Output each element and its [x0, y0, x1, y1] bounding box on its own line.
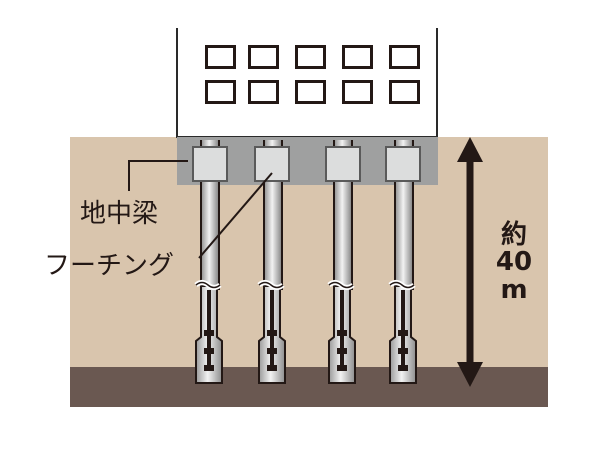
- depth-arrow-icon: [457, 137, 483, 387]
- footing-label: フーチング: [44, 251, 175, 281]
- building: [176, 28, 438, 138]
- footing: [385, 146, 421, 182]
- window: [389, 45, 420, 69]
- footing: [254, 146, 290, 182]
- ground-beam-leader-line: [128, 160, 188, 191]
- depth-value: 40: [495, 247, 533, 278]
- window: [342, 80, 373, 104]
- window: [205, 80, 236, 104]
- window: [295, 45, 326, 69]
- window: [295, 80, 326, 104]
- window: [248, 45, 279, 69]
- footing-leader-line: [198, 172, 273, 259]
- window: [205, 45, 236, 69]
- window: [389, 80, 420, 104]
- ground-beam-label: 地中梁: [80, 199, 159, 229]
- depth-label: 約 40 m: [488, 220, 540, 305]
- depth-unit: m: [500, 274, 528, 305]
- footing: [325, 146, 361, 182]
- window: [342, 45, 373, 69]
- window: [248, 80, 279, 104]
- footing: [192, 146, 228, 182]
- depth-prefix: 約: [500, 220, 527, 250]
- pile-tip: [194, 280, 417, 384]
